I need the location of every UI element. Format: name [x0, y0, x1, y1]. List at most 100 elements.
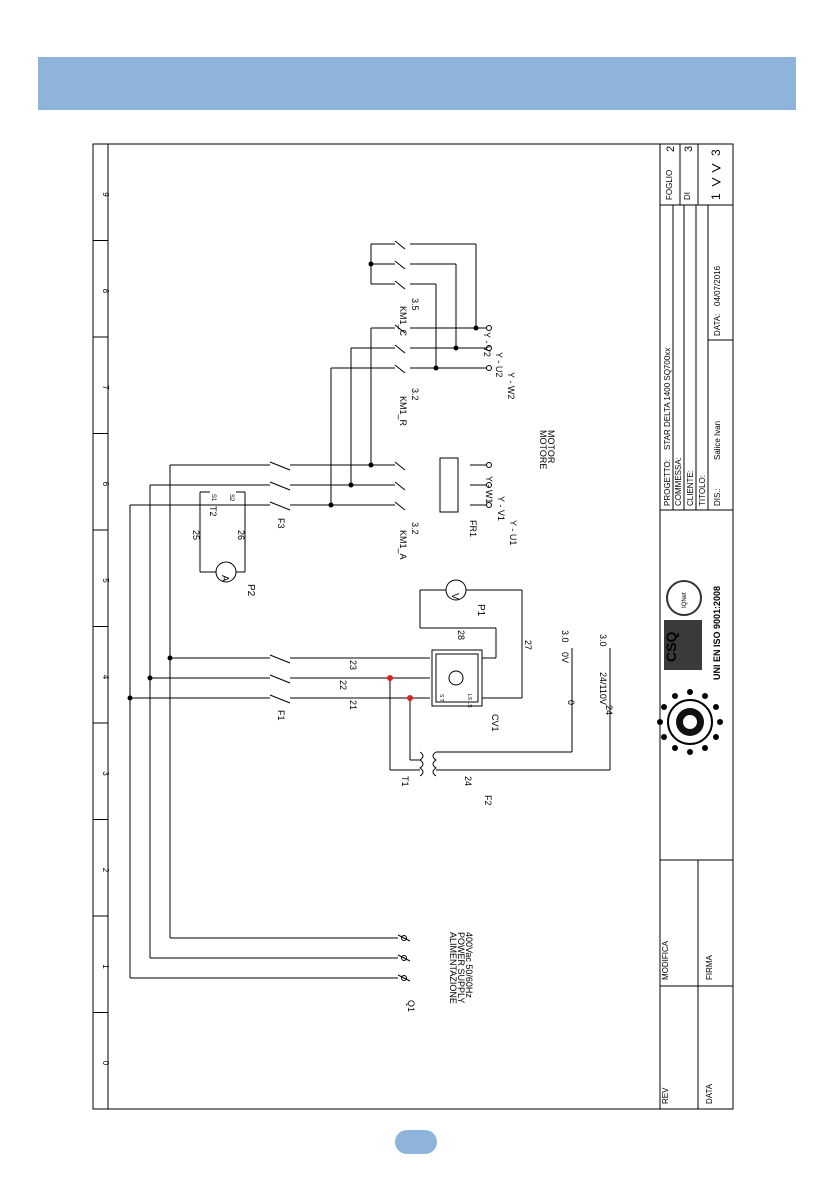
tb-data: DATA [705, 1083, 714, 1104]
km1r-tag: KM1_R [398, 396, 408, 427]
logo-star [661, 734, 668, 740]
csq-logo [664, 620, 702, 670]
km1r-ref: 3.2 [410, 388, 420, 401]
cv1-lbl-b: LS LS [466, 694, 472, 708]
sheet-nav-arrows[interactable] [711, 163, 722, 187]
motor-v2: Y - V2 [482, 332, 492, 357]
t2-s1: S1 [210, 494, 216, 502]
cv1-inner-box [435, 653, 479, 703]
ruler-ticks [93, 143, 108, 1013]
tb-cert-text: UNI EN ISO 9001:2008 [712, 586, 722, 680]
tb-cliente-label: CLIENTE: [686, 470, 695, 506]
motor-label-2: MOTOR [546, 430, 556, 464]
tb-data-value: 04/07/2016 [713, 265, 722, 306]
tb-progetto-value: STAR DELTA 1400 SQ700xx [663, 348, 672, 450]
ruler-label: 9 [101, 192, 110, 197]
p2-tag: P2 [245, 584, 256, 597]
tb-firma: FIRMA [705, 954, 714, 980]
tb-modifica: MODIFICA [661, 940, 670, 980]
wire-24: 24 [463, 776, 473, 786]
logo-star [712, 734, 719, 740]
tb-di-label: DI [683, 192, 692, 200]
iqnet-logo-text: IQNet [682, 592, 688, 608]
cv1-selector-knob [448, 670, 464, 686]
t1-tag: T1 [400, 776, 410, 787]
cert-logos: CSQ IQNet [657, 580, 723, 755]
logo-star [657, 719, 663, 725]
ruler-label: 5 [101, 578, 110, 583]
motor-label-1: MOTORE [538, 430, 548, 469]
p2-symbol: A [219, 575, 230, 582]
transformer-coils [419, 751, 437, 777]
ruler-label: 3 [101, 771, 110, 776]
junction-dots [127, 261, 479, 701]
wire-21: 21 [348, 700, 358, 710]
supply-label-2: POWER SUPPLY [456, 932, 466, 1003]
wire-22: 22 [338, 680, 348, 690]
tb-nav-left: 1 [709, 193, 723, 200]
cv1-tag: CV1 [490, 714, 500, 732]
out-24v: 24/110V [598, 672, 608, 705]
km1c-ref: 3.5 [410, 298, 420, 311]
wire-23: 23 [348, 660, 358, 670]
logo-star [687, 749, 693, 755]
tb-dis-label: DIS.: [713, 488, 722, 506]
supply-label-1: ALIMENTAZIONE [448, 932, 458, 1004]
page-number-badge [395, 1130, 437, 1154]
red-junction-dots [387, 675, 413, 701]
power-buses [129, 243, 611, 979]
wire-27: 27 [523, 640, 533, 650]
p1-symbol: V [449, 593, 460, 600]
tb-titolo-label: TITOLO: [698, 475, 707, 506]
voltmeter-circle [445, 579, 467, 601]
ammeter-circle [215, 561, 237, 583]
switch-contacts [269, 240, 411, 982]
f2-tag: F2 [483, 795, 493, 806]
motor-terminals [401, 325, 492, 981]
logo-star [687, 689, 693, 695]
motor-u2: Y - U2 [494, 352, 504, 377]
company-star-logo [667, 699, 713, 745]
tb-rev: REV [661, 1087, 670, 1104]
title-block-texts: REV MODIFICA DATA FIRMA PROGETTO: STAR D… [661, 146, 723, 1104]
logo-star [717, 719, 723, 725]
next-sheet-icon[interactable] [711, 163, 722, 173]
motor-v1: Y - V1 [496, 496, 506, 521]
tb-data-label: DATA: [713, 314, 722, 336]
out-24v-ref: 3.0 [598, 634, 608, 647]
ruler-label: 7 [101, 385, 110, 390]
fr1-tag: FR1 [468, 520, 478, 537]
motor-w2: Y - W2 [506, 372, 516, 399]
tb-di-value: 3 [683, 146, 695, 152]
ruler-label: 0 [101, 1061, 110, 1066]
motor-w1: Y - W1 [484, 476, 494, 503]
logo-star [702, 693, 708, 700]
f1-tag: F1 [276, 710, 286, 721]
header-band [38, 57, 796, 110]
wire-26: 26 [236, 530, 246, 540]
wire-24b: 24 [604, 705, 614, 715]
overload-relay-box [439, 457, 459, 513]
ruler-label: 8 [101, 289, 110, 294]
diagram-texts: Q1 ALIMENTAZIONE POWER SUPPLY 400Vac 50/… [191, 298, 614, 1012]
km1a-tag: KM1_A [398, 530, 408, 560]
ruler-label: 2 [101, 868, 110, 873]
km1c-tag: KM1_C [398, 306, 408, 337]
sheet-frame [92, 143, 734, 1110]
tb-foglio-label: FOGLIO [665, 170, 674, 200]
prev-sheet-icon[interactable] [711, 177, 722, 187]
wire-25: 25 [191, 530, 201, 540]
f3-tag: F3 [276, 518, 286, 529]
tb-dis-value: Salice Ivan [713, 421, 722, 460]
tb-progetto-label: PROGETTO: [663, 459, 672, 506]
out-0v: 0V [560, 652, 570, 663]
motor-u1: Y - U1 [508, 520, 518, 545]
wire-0: 0 [566, 700, 576, 705]
logo-star [672, 693, 678, 700]
logo-star [672, 744, 678, 751]
cv1-box [431, 649, 483, 707]
logo-star [712, 704, 719, 710]
p1-tag: P1 [475, 604, 486, 617]
